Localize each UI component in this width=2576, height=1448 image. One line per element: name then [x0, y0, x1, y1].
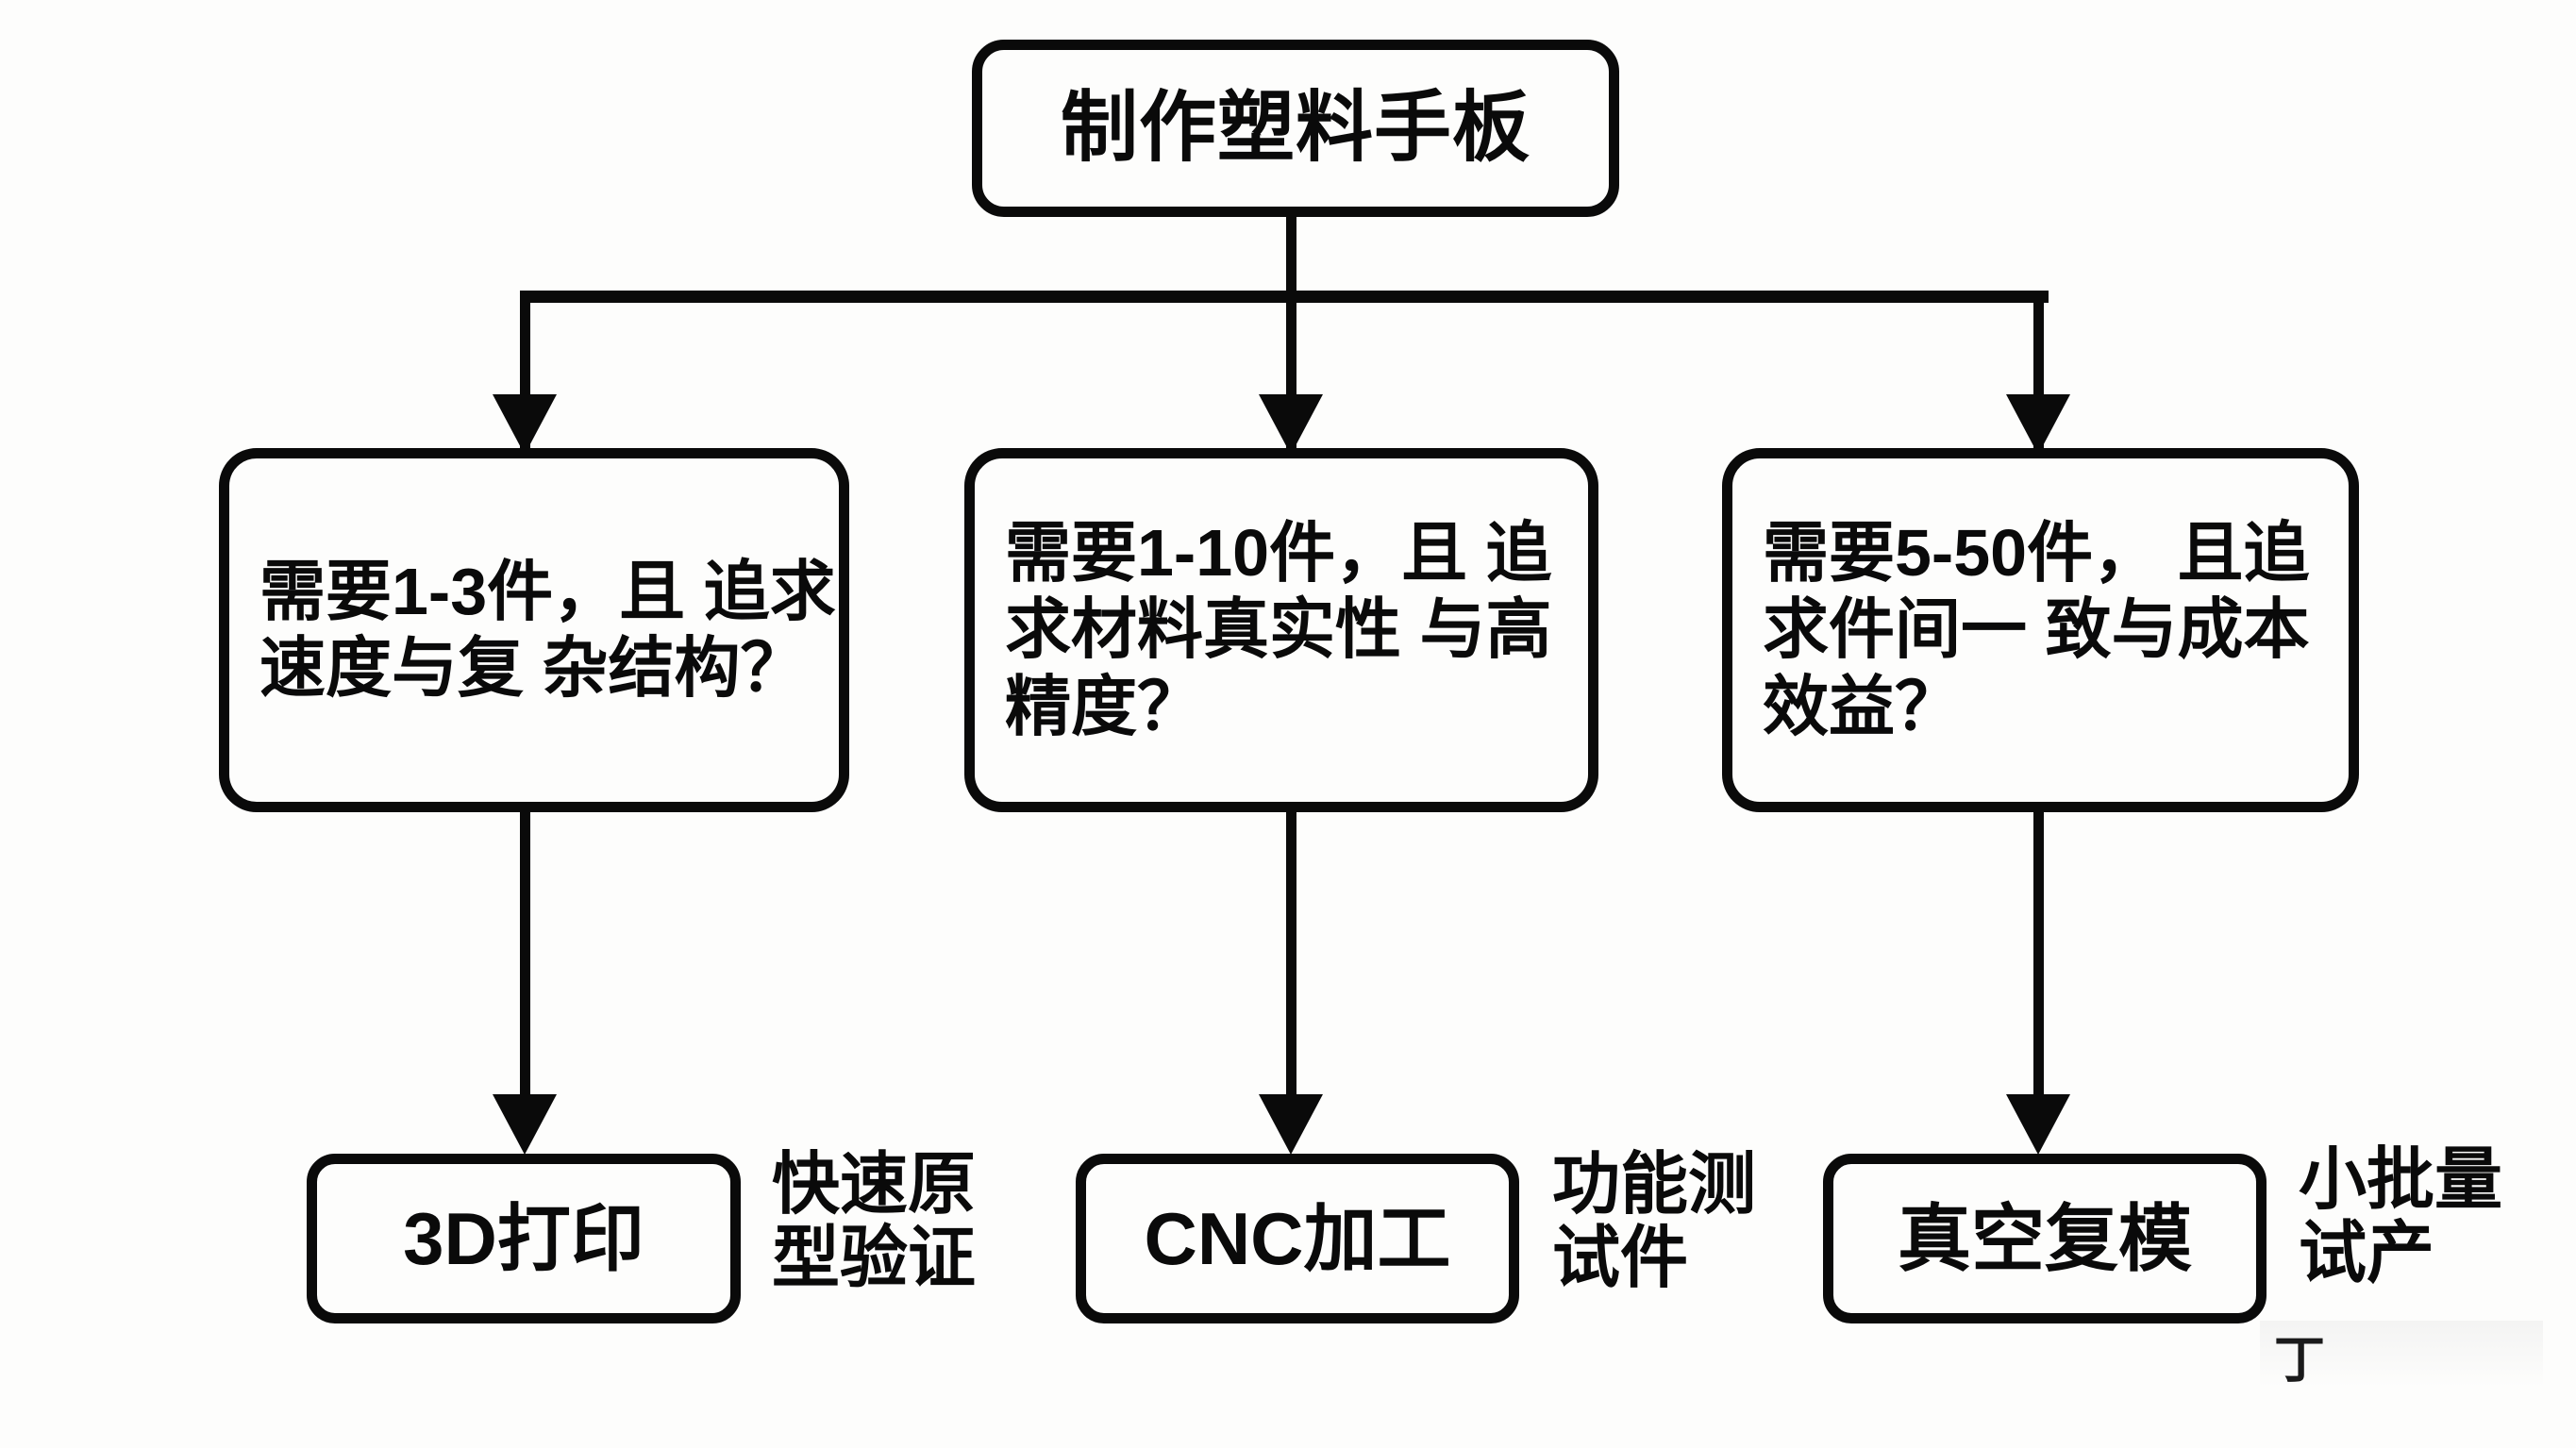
connector-bus-drop-center [1286, 291, 1296, 462]
node-decision-left-text: 需要1-3件，且 追求速度与复 杂结构？ [259, 554, 836, 705]
arrowhead-to-result-center [1259, 1094, 1323, 1155]
arrowhead-to-result-left [493, 1094, 557, 1155]
node-title[interactable]: 制作塑料手板 [972, 40, 1619, 217]
connector-decision-left-to-result [520, 811, 530, 1104]
node-title-label: 制作塑料手板 [1060, 85, 1531, 172]
node-decision-left[interactable]: 需要1-3件，且 追求速度与复 杂结构？ [219, 448, 849, 812]
node-result-cnc[interactable]: CNC加工 [1076, 1154, 1519, 1323]
node-result-cnc-label: CNC加工 [1144, 1196, 1451, 1280]
connector-decision-right-to-result [2033, 811, 2044, 1104]
side-label-3d-printing: 快速原 型验证 [772, 1147, 977, 1296]
watermark-smudge [2260, 1321, 2543, 1387]
node-result-vacuum-casting[interactable]: 真空复模 [1823, 1154, 2267, 1323]
arrowhead-to-result-right [2006, 1094, 2070, 1155]
arrowhead-to-decision-center [1259, 394, 1323, 455]
arrowhead-to-decision-left [493, 394, 557, 455]
watermark-glyph: 丁 [2274, 1332, 2325, 1389]
node-decision-right-text: 需要5-50件， 且追求件间一 致与成本效益？ [1763, 516, 2310, 743]
node-decision-right[interactable]: 需要5-50件， 且追求件间一 致与成本效益？ [1722, 448, 2359, 812]
node-result-vacuum-casting-label: 真空复模 [1897, 1196, 2192, 1280]
node-result-3d-printing-label: 3D打印 [403, 1196, 644, 1280]
node-result-3d-printing[interactable]: 3D打印 [307, 1154, 741, 1323]
connector-bus-drop-right [2033, 291, 2044, 462]
arrowhead-to-decision-right [2006, 394, 2070, 455]
connector-bus-drop-left [520, 291, 530, 462]
node-decision-center-text: 需要1-10件，且 追求材料真实性 与高精度？ [1005, 516, 1552, 743]
connector-decision-center-to-result [1286, 811, 1296, 1104]
side-label-cnc: 功能测 试件 [1552, 1147, 1757, 1296]
connector-title-stem [1286, 215, 1296, 298]
node-decision-center[interactable]: 需要1-10件，且 追求材料真实性 与高精度？ [964, 448, 1598, 812]
side-label-vacuum-casting: 小批量 试产 [2299, 1142, 2503, 1291]
